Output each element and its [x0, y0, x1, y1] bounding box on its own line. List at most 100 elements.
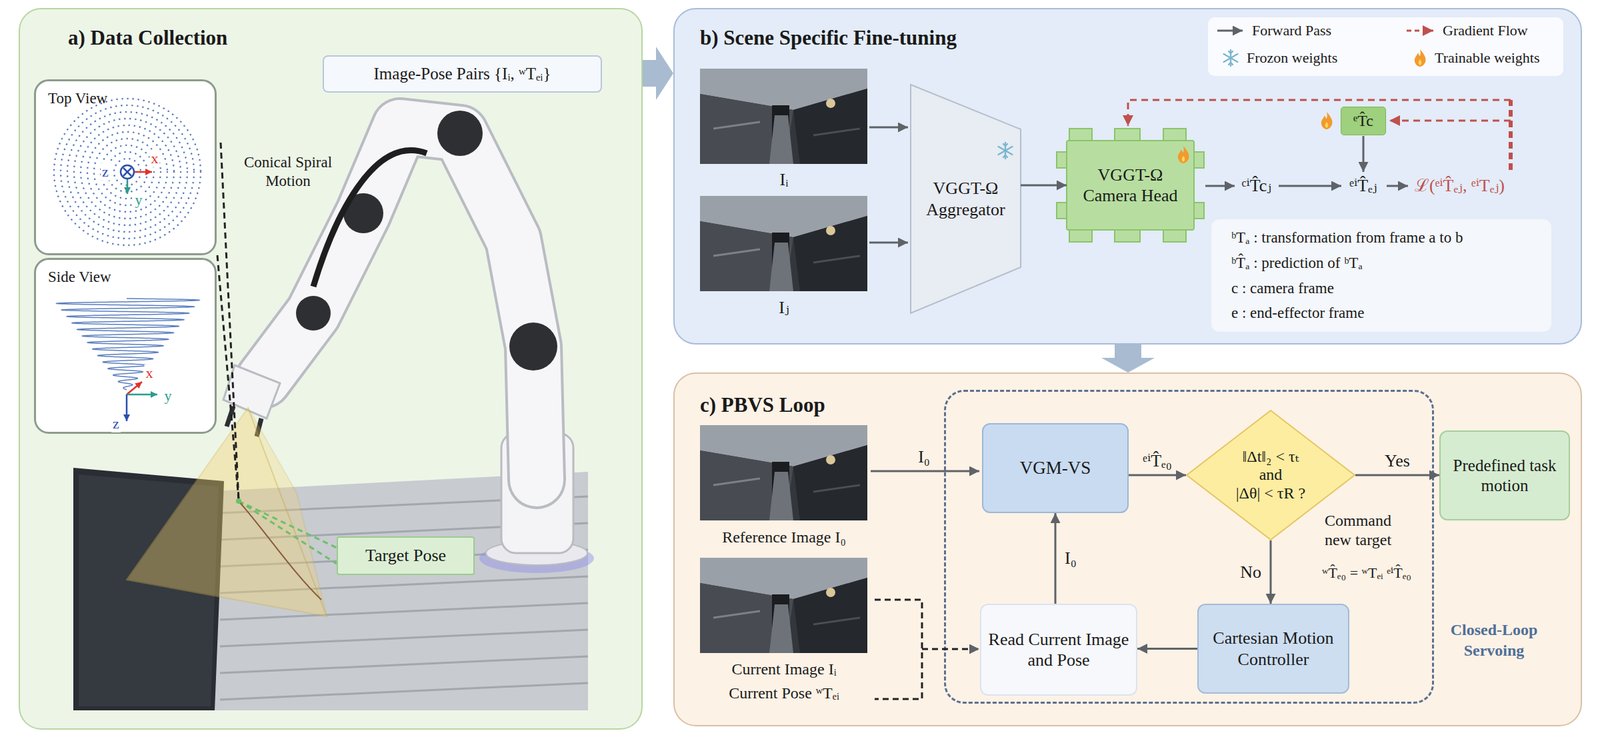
axis-label: z: [100, 163, 110, 181]
target-box: Target Pose: [336, 536, 475, 575]
forward-arrow: [869, 126, 908, 129]
notation-box: ᵇTₐ : transformation from frame a to b ᵇT…: [1211, 219, 1552, 332]
flow-arrow: [1355, 474, 1440, 477]
spiral-side-view: [56, 298, 200, 390]
forward-arrow: [1278, 185, 1342, 188]
flow-arrow: [1020, 184, 1067, 187]
trainable-icon: [1321, 112, 1333, 130]
scene-photo: [700, 68, 868, 164]
process-box: VGM-VS: [982, 423, 1129, 514]
trainable-icon: [1178, 146, 1190, 164]
box-text: ᵉT̂c: [1353, 111, 1374, 131]
input-arrow: [870, 470, 980, 473]
image-label: Iᵢ: [778, 169, 790, 190]
box-text: |Δθ| < τR ?: [1236, 484, 1306, 504]
box-text: c : camera frame: [1231, 278, 1334, 299]
box-text: ᵇTₐ : transformation from frame a to b: [1231, 228, 1463, 248]
legend-sample: [1406, 30, 1434, 32]
box-text: ‖Δt‖₂ < τₜ: [1242, 448, 1299, 467]
math-label: ʷT̂ₑ₀ = ʷTₑᵢ ᵉⁱT̂ₑ₀: [1320, 564, 1413, 582]
annotation: Command new target: [1315, 511, 1402, 550]
edge-label: No: [1238, 562, 1263, 583]
loss-label: ℒ(ᵉⁱT̂ₑⱼ, ᵉⁱTₑⱼ): [1413, 175, 1506, 196]
box-text: Read Current Image and Pose: [986, 629, 1131, 671]
box-text: and: [1259, 466, 1283, 485]
gradient-flow: [1389, 120, 1511, 122]
flow-arrow: [1137, 648, 1198, 650]
heading-text: Side View: [48, 268, 215, 287]
view-ground: [34, 79, 217, 256]
data-box: Image-Pose Pairs {Iᵢ, ʷTₑᵢ}: [322, 55, 602, 93]
gradient-flow: [1128, 100, 1511, 126]
forward-arrow: [1205, 185, 1235, 188]
axis-label: x: [150, 150, 160, 168]
edge-label: I₀: [1063, 548, 1078, 569]
math-label: ᶜⁱT̂cⱼ: [1240, 175, 1273, 196]
box-text: VGGT-Ω Aggregator: [916, 178, 1016, 220]
axes-side-view: [126, 382, 158, 422]
box-text: VGM-VS: [1020, 457, 1092, 479]
heading-text: a) Data Collection: [68, 25, 642, 50]
camera-head-shape: [1056, 128, 1204, 242]
legend-text: Forward Pass: [1250, 22, 1333, 40]
extrinsic-box: ᵉT̂c: [1340, 106, 1386, 136]
box-text: Target Pose: [365, 545, 446, 566]
box-text: Predefined task motion: [1446, 456, 1564, 496]
flow-arrow: [1128, 474, 1186, 477]
axis-label: z: [111, 415, 121, 433]
box-text: ᵇT̂ₐ : prediction of ᵇTₐ: [1231, 253, 1363, 274]
box-text: Cartesian Motion Controller: [1204, 628, 1343, 670]
process-box: Read Current Image and Pose: [980, 604, 1138, 696]
view-box: Side View: [34, 258, 217, 434]
image-caption: Current Image Iᵢ: [730, 660, 838, 680]
heading-text: c) PBVS Loop: [700, 392, 1581, 418]
gradient-flow: [1508, 100, 1513, 170]
block-arrow: [1101, 344, 1155, 373]
legend-text: Trainable weights: [1433, 49, 1541, 67]
axis-label: x: [144, 364, 155, 382]
forward-arrow: [1386, 185, 1408, 188]
aggregator-block: VGGT-Ω Aggregator: [910, 84, 1021, 314]
process-box: Cartesian Motion Controller: [1197, 604, 1350, 694]
image-caption: Current Pose ʷTₑᵢ: [727, 684, 841, 704]
block-arrow: [642, 46, 674, 100]
flow-arrow: [1054, 513, 1057, 604]
axis-label: y: [134, 191, 144, 209]
spiral-top-view: [54, 98, 201, 246]
legend-sample: [1414, 49, 1426, 67]
box-text: Image-Pose Pairs {Iᵢ, ʷTₑᵢ}: [374, 64, 552, 84]
image-caption: Reference Image I₀: [720, 528, 848, 548]
legend-box: [1208, 17, 1564, 76]
edge-label: ᵉⁱT̂ₑ₀: [1141, 450, 1174, 472]
axis-label: y: [163, 387, 174, 405]
robot-photo: [73, 110, 594, 711]
math-label: ᵉⁱT̂ₑⱼ: [1348, 175, 1378, 196]
bracket: [874, 600, 922, 700]
legend-sample: [1224, 50, 1238, 66]
scene-photo: [700, 196, 868, 292]
forward-arrow: [1362, 136, 1365, 172]
current-photo: [700, 558, 868, 654]
view-box: Top View: [34, 79, 217, 256]
arrow-label: I₀: [916, 446, 932, 468]
bracket-arrow: [922, 648, 980, 651]
heading-text: Top View: [48, 89, 215, 108]
edge-label: Yes: [1383, 450, 1412, 472]
forward-arrow: [869, 242, 908, 244]
image-label: Iⱼ: [777, 297, 791, 318]
legend-text: Frozon weights: [1245, 49, 1339, 67]
box-text: VGGT-Ω Camera Head: [1080, 164, 1181, 206]
task-box: Predefined task motion: [1439, 430, 1570, 521]
reference-photo: [700, 425, 868, 521]
aggregator-trapezoid: [910, 84, 1021, 314]
box-text: Closed-Loop Servoing: [1437, 620, 1551, 662]
legend-text: Gradient Flow: [1441, 22, 1530, 40]
axes-top-view: [120, 165, 152, 194]
flow-arrow: [1270, 540, 1272, 604]
legend-sample: [1217, 30, 1243, 32]
camera-head-block: VGGT-Ω Camera Head: [1066, 140, 1194, 230]
annotation: Conical Spiral Motion: [232, 153, 345, 190]
frozen-icon: [998, 142, 1013, 159]
view-ground: [34, 258, 217, 434]
